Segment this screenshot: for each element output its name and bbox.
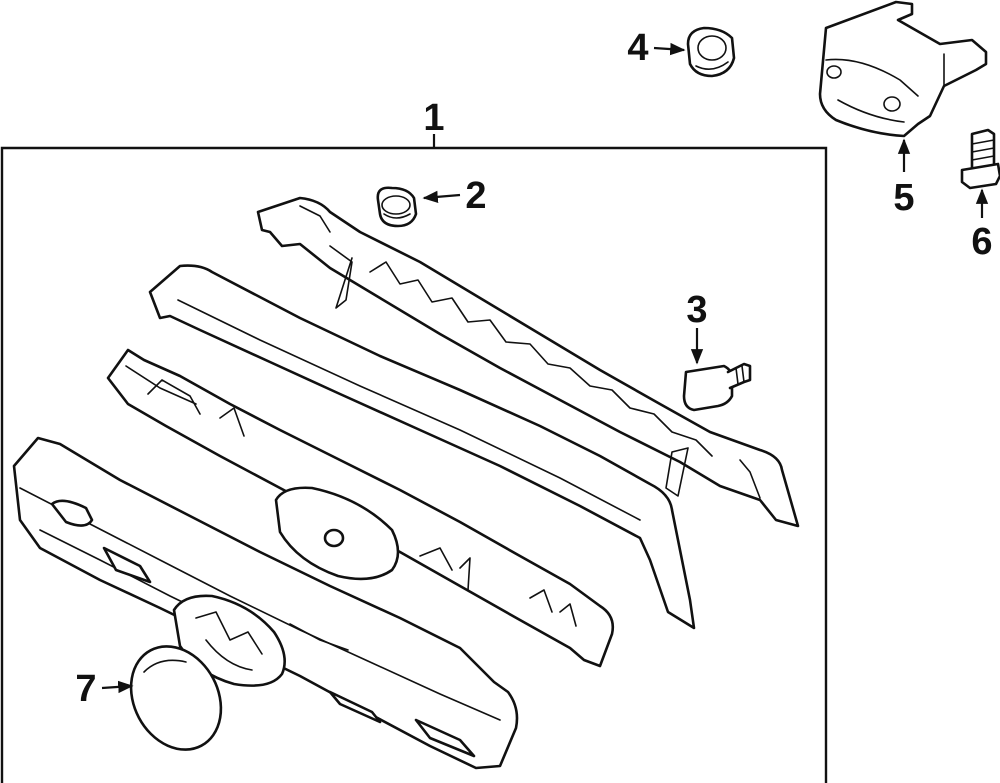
callout-4-leader — [653, 42, 686, 56]
callout-6-label: 6 — [971, 221, 992, 263]
assembly-frame — [434, 146, 828, 783]
bolt-part-6 — [960, 128, 1000, 190]
clip-part-3 — [682, 362, 752, 412]
callout-4-label: 4 — [627, 27, 648, 69]
callout-7-label: 7 — [75, 668, 96, 710]
nut-clip-part-4 — [686, 26, 736, 78]
front-grille — [12, 436, 519, 770]
callout-2-label: 2 — [465, 175, 486, 217]
bracket-part-5 — [818, 0, 988, 138]
emblem-part-7 — [129, 645, 223, 751]
assembly-frame-left — [0, 146, 434, 783]
callout-2-leader — [422, 190, 461, 203]
callout-1-label: 1 — [423, 97, 444, 139]
callout-3-label: 3 — [686, 289, 707, 331]
upper-grille-bracket — [256, 196, 800, 528]
clip-part-2 — [376, 186, 418, 228]
callout-7-leader — [101, 680, 134, 694]
grille-moulding-strip — [148, 264, 696, 630]
middle-grille-piece — [106, 348, 615, 668]
callout-5-label: 5 — [893, 177, 914, 219]
